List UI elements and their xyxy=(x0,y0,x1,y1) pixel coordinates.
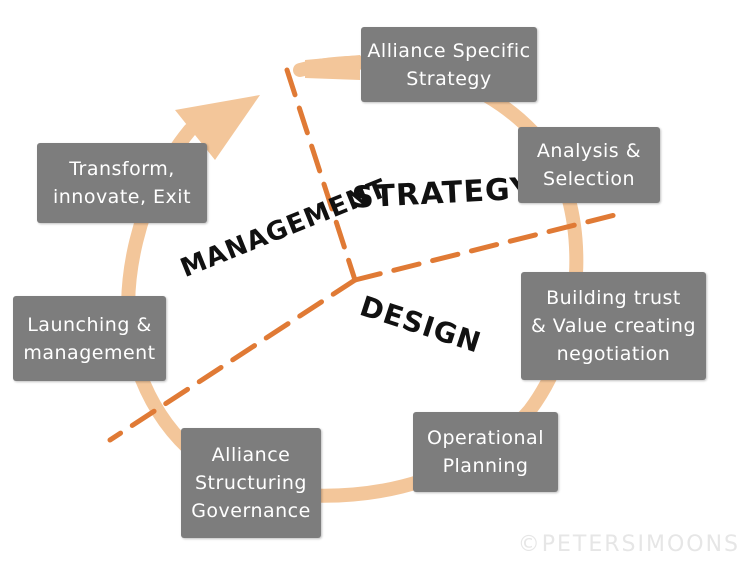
divider-lower-left xyxy=(107,277,358,443)
step-box-alliance-structuring-governance: Alliance Structuring Governance xyxy=(181,428,321,538)
step-box-analysis-selection: Analysis & Selection xyxy=(518,127,660,203)
step-box-launching-management: Launching & management xyxy=(13,296,166,381)
step-box-alliance-specific-strategy: Alliance Specific Strategy xyxy=(361,27,537,102)
cycle-arrowhead xyxy=(175,95,260,160)
step-box-building-trust: Building trust & Value creating negotiat… xyxy=(521,272,706,380)
cycle-arrow-tail xyxy=(305,55,360,80)
step-box-operational-planning: Operational Planning xyxy=(413,412,558,492)
divider-upper-right xyxy=(352,212,618,283)
divider-vertical xyxy=(284,67,358,283)
watermark: ©PETERSIMOONS xyxy=(517,532,740,557)
step-box-transform-innovate-exit: Transform, innovate, Exit xyxy=(37,143,207,223)
